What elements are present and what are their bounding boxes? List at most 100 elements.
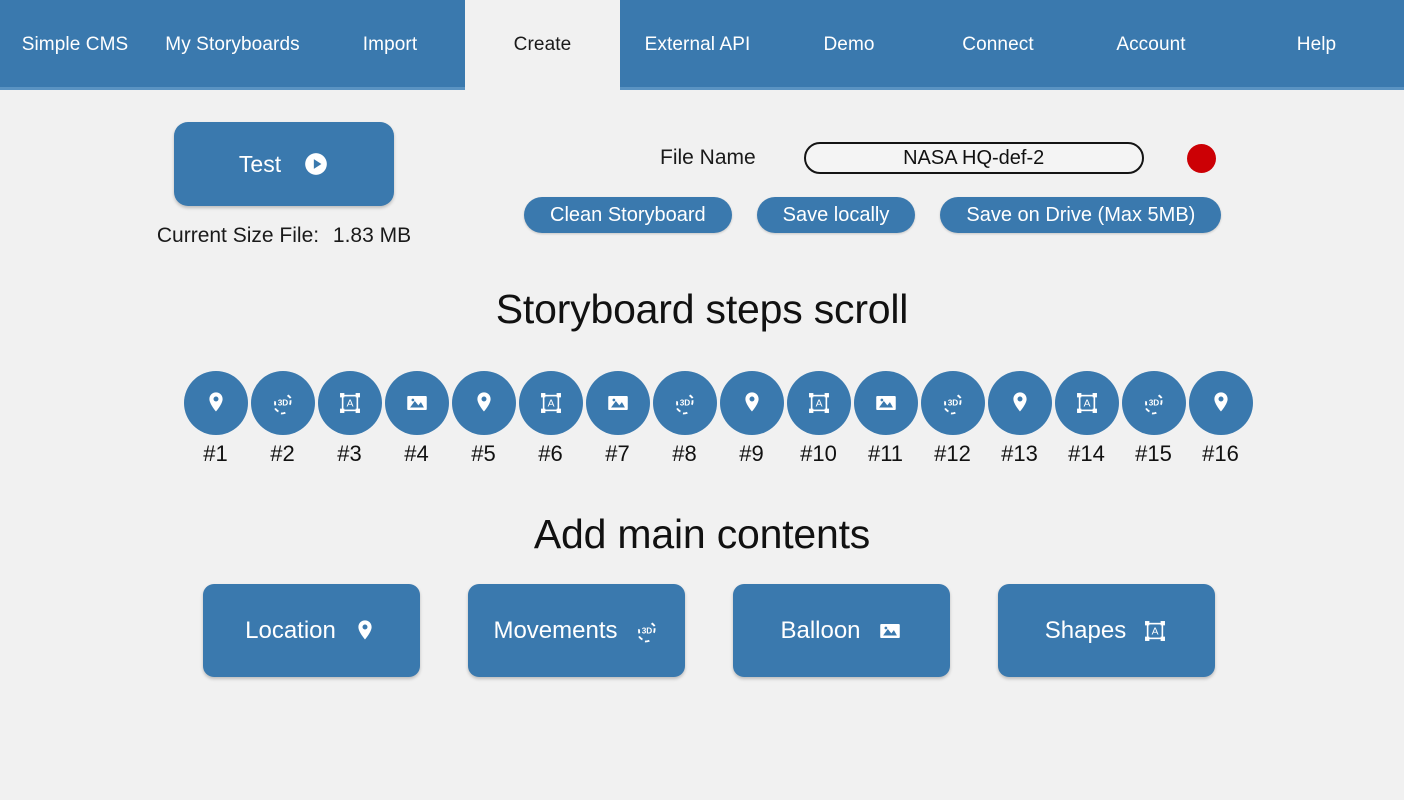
svg-text:3D: 3D <box>277 398 288 407</box>
storyboard-step[interactable]: #7 <box>584 371 651 467</box>
3d-rotation-icon-holder: 3D <box>634 618 660 644</box>
save-on-drive-button-label: Save on Drive (Max 5MB) <box>966 203 1196 226</box>
location-pin-icon <box>744 392 759 412</box>
step-circle[interactable] <box>719 371 784 435</box>
nav-tab-external-api[interactable]: External API <box>620 0 775 90</box>
step-number-label: #5 <box>471 441 496 466</box>
location-pin-icon-holder <box>352 618 378 644</box>
nav-tab-create[interactable]: Create <box>465 0 620 90</box>
step-circle[interactable]: A <box>518 371 583 435</box>
add-location-button[interactable]: Location <box>203 584 420 677</box>
nav-tab-import[interactable]: Import <box>315 0 465 90</box>
svg-text:3D: 3D <box>679 398 690 407</box>
current-size-value: 1.83 MB <box>332 224 412 247</box>
image-icon <box>406 395 427 411</box>
step-circle[interactable]: 3D <box>652 371 717 435</box>
step-circle[interactable] <box>384 371 449 435</box>
test-block: Test Current Size File: 1.83 MB <box>144 122 424 248</box>
storyboard-step[interactable]: A#6 <box>517 371 584 467</box>
step-number-label: #10 <box>800 441 837 466</box>
step-circle[interactable]: A <box>1054 371 1119 435</box>
add-shapes-button[interactable]: Shapes A <box>998 584 1215 677</box>
file-name-row: File Name <box>660 142 1216 174</box>
image-icon <box>875 395 896 411</box>
storyboard-step[interactable]: 3D #8 <box>651 371 718 467</box>
step-number-label: #1 <box>203 441 228 466</box>
save-locally-button-label: Save locally <box>782 203 890 226</box>
svg-text:A: A <box>547 399 554 410</box>
shapes-icon: A <box>1145 620 1166 641</box>
step-number-label: #11 <box>867 441 904 466</box>
step-number-label: #12 <box>934 441 971 466</box>
nav-tab-demo[interactable]: Demo <box>775 0 923 90</box>
nav-tab-my-storyboards[interactable]: My Storyboards <box>150 0 315 90</box>
nav-tab-connect[interactable]: Connect <box>923 0 1073 90</box>
step-circle[interactable] <box>451 371 516 435</box>
nav-tab-label: Help <box>1296 34 1337 55</box>
step-number-label: #8 <box>672 441 697 466</box>
image-icon <box>607 395 628 411</box>
steps-section-title: Storyboard steps scroll <box>495 286 909 332</box>
storyboard-step[interactable]: 3D #12 <box>919 371 986 467</box>
step-circle[interactable] <box>1188 371 1253 435</box>
nav-tab-account[interactable]: Account <box>1073 0 1229 90</box>
3d-rotation-icon: 3D <box>1144 394 1163 415</box>
nav-tab-label: My Storyboards <box>165 34 300 55</box>
image-icon-holder <box>877 618 903 644</box>
storyboard-step[interactable]: #1 <box>182 371 249 467</box>
svg-text:3D: 3D <box>641 626 652 635</box>
storyboard-step[interactable]: A #10 <box>785 371 852 467</box>
nav-tab-help[interactable]: Help <box>1229 0 1404 90</box>
add-location-button-label: Location <box>245 616 336 644</box>
add-shapes-button-label: Shapes <box>1044 616 1127 644</box>
storyboard-step[interactable]: 3D#15 <box>1120 371 1187 467</box>
step-number-label: #9 <box>739 441 764 466</box>
contents-section-title: Add main contents <box>533 511 871 557</box>
nav-tab-simple-cms[interactable]: Simple CMS <box>0 0 150 90</box>
storyboard-step[interactable]: #11 <box>852 371 919 467</box>
step-circle[interactable] <box>853 371 918 435</box>
file-name-input[interactable] <box>803 142 1144 174</box>
nav-tab-label: Simple CMS <box>21 34 129 55</box>
storyboard-step[interactable]: #9 <box>718 371 785 467</box>
add-balloon-button[interactable]: Balloon <box>733 584 950 677</box>
location-pin-icon <box>208 392 223 412</box>
step-circle[interactable]: 3D <box>1121 371 1186 435</box>
navbar-underline <box>0 87 1404 90</box>
step-number-label: #14 <box>1068 441 1105 466</box>
step-circle[interactable]: A <box>317 371 382 435</box>
storyboard-step[interactable]: #16 <box>1187 371 1254 467</box>
nav-tab-label: Demo <box>823 34 875 55</box>
step-circle[interactable] <box>585 371 650 435</box>
step-circle[interactable] <box>987 371 1052 435</box>
shapes-icon-holder: A <box>1142 618 1168 644</box>
storyboard-step[interactable]: #5 <box>450 371 517 467</box>
current-size-label: Current Size File: <box>156 224 320 247</box>
location-pin-icon <box>1012 392 1027 412</box>
toolbar-area: Test Current Size File: 1.83 MB File Nam… <box>0 90 1404 280</box>
step-number-label: #4 <box>404 441 429 466</box>
clean-storyboard-button[interactable]: Clean Storyboard <box>524 197 732 233</box>
step-circle[interactable] <box>183 371 248 435</box>
storyboard-step[interactable]: A#3 <box>316 371 383 467</box>
svg-text:3D: 3D <box>1148 398 1159 407</box>
storyboard-step[interactable]: #13 <box>986 371 1053 467</box>
step-circle[interactable]: 3D <box>250 371 315 435</box>
save-on-drive-button[interactable]: Save on Drive (Max 5MB) <box>940 197 1222 233</box>
test-button[interactable]: Test <box>174 122 394 206</box>
storyboard-step[interactable]: #4 <box>383 371 450 467</box>
step-number-label: #16 <box>1202 441 1239 466</box>
current-size-line: Current Size File: 1.83 MB <box>144 224 424 248</box>
record-indicator-icon[interactable] <box>1186 143 1216 173</box>
storyboard-step[interactable]: 3D#2 <box>249 371 316 467</box>
storyboard-step[interactable]: A #14 <box>1053 371 1120 467</box>
save-locally-button[interactable]: Save locally <box>756 197 916 233</box>
step-circle[interactable]: 3D <box>920 371 985 435</box>
nav-tab-label: External API <box>644 34 751 55</box>
step-circle[interactable]: A <box>786 371 851 435</box>
svg-text:3D: 3D <box>947 398 958 407</box>
